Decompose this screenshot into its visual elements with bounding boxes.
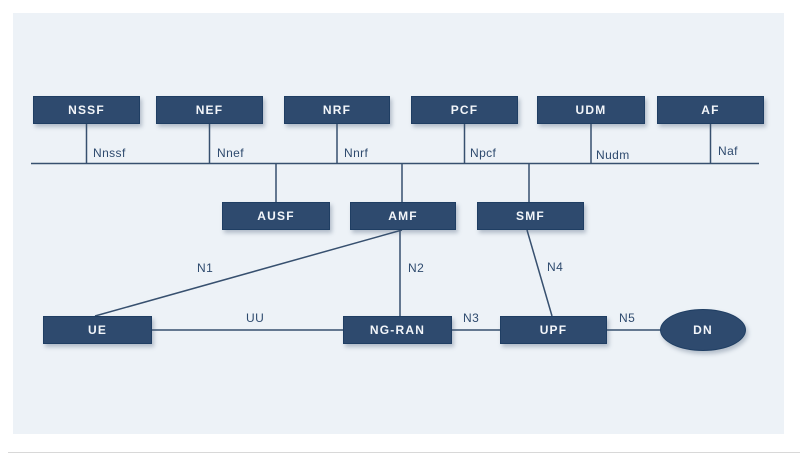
- interface-label-nudm: Nudm: [596, 148, 630, 162]
- node-nssf-label: NSSF: [68, 103, 105, 117]
- node-nssf: NSSF: [33, 96, 140, 124]
- node-ngran: NG-RAN: [343, 316, 452, 344]
- interface-label-n2: N2: [408, 261, 425, 275]
- node-pcf-label: PCF: [450, 103, 479, 117]
- node-smf-label: SMF: [516, 209, 545, 223]
- node-nrf: NRF: [284, 96, 390, 124]
- n4-link-smf-upf: [526, 229, 553, 317]
- node-ngran-label: NG-RAN: [369, 323, 426, 337]
- node-pcf: PCF: [411, 96, 518, 124]
- node-nef: NEF: [156, 96, 263, 124]
- node-upf-label: UPF: [539, 323, 568, 337]
- node-amf-label: AMF: [388, 209, 418, 223]
- interface-label-n1: N1: [197, 261, 214, 275]
- node-ue-label: UE: [87, 323, 108, 337]
- interface-label-n3: N3: [463, 311, 480, 325]
- bottom-separator-line: [8, 452, 800, 453]
- interface-label-uu: UU: [246, 311, 265, 325]
- interface-label-naf: Naf: [718, 144, 738, 158]
- node-upf: UPF: [500, 316, 607, 344]
- node-smf: SMF: [477, 202, 584, 230]
- node-udm-label: UDM: [575, 103, 607, 117]
- interface-label-n5: N5: [619, 311, 636, 325]
- node-ausf: AUSF: [222, 202, 330, 230]
- node-dn-label: DN: [693, 323, 713, 337]
- interface-label-nnrf: Nnrf: [344, 146, 369, 160]
- interface-label-n4: N4: [547, 260, 564, 274]
- interface-label-npcf: Npcf: [470, 146, 497, 160]
- node-ausf-label: AUSF: [257, 209, 295, 223]
- node-udm: UDM: [537, 96, 645, 124]
- interface-label-nnssf: Nnssf: [93, 146, 126, 160]
- node-nrf-label: NRF: [322, 103, 352, 117]
- node-af: AF: [657, 96, 764, 124]
- node-ue: UE: [43, 316, 152, 344]
- n1-link-amf-ue: [94, 229, 403, 317]
- node-nef-label: NEF: [195, 103, 224, 117]
- interface-label-nnef: Nnef: [217, 146, 244, 160]
- node-af-label: AF: [701, 103, 720, 117]
- node-amf: AMF: [350, 202, 456, 230]
- node-dn: DN: [660, 309, 746, 351]
